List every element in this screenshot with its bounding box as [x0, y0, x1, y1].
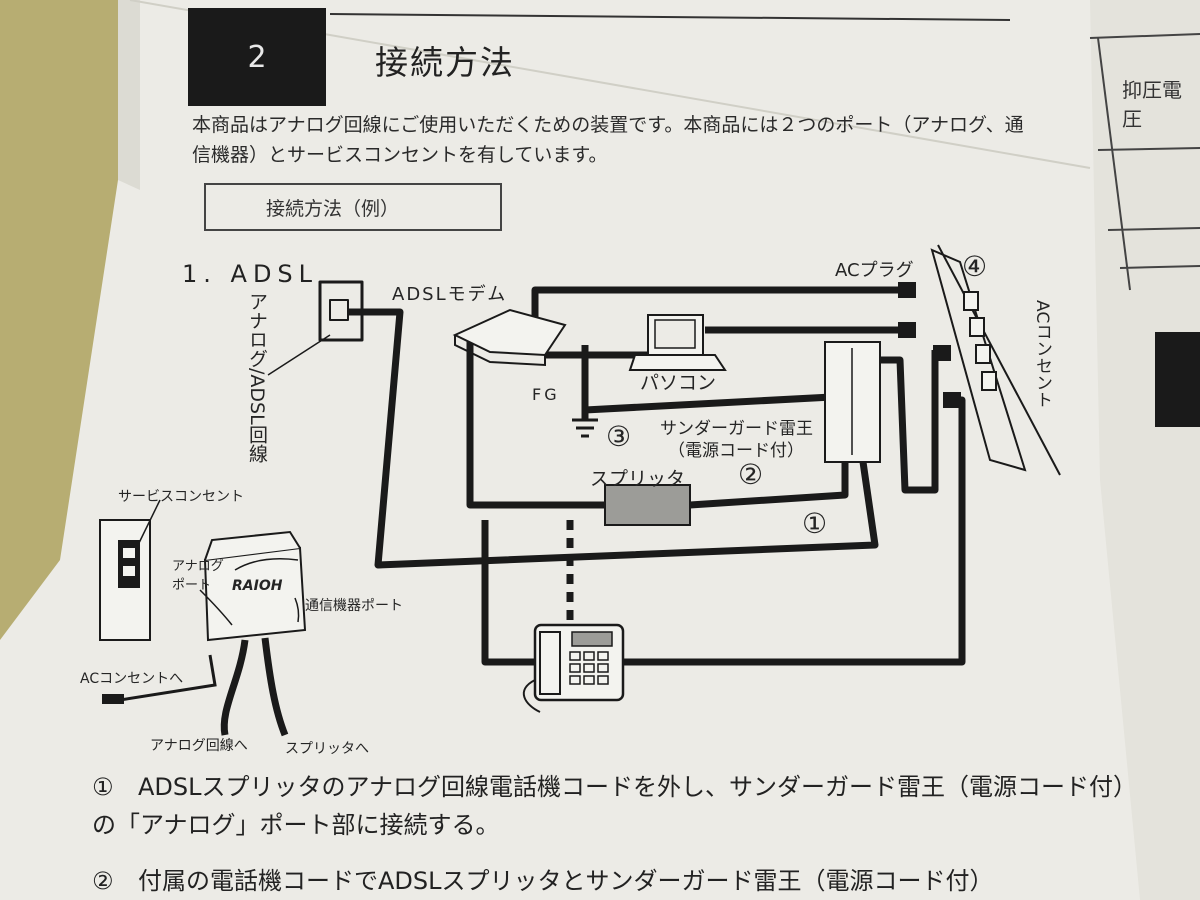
- to-splitter-label: スプリッタへ: [285, 738, 369, 758]
- modem-label: ADSLモデム: [392, 280, 507, 306]
- marker-1: ①: [802, 507, 827, 540]
- to-analog-line-label: アナログ回線へ: [150, 735, 248, 755]
- guard-label-2: （電源コード付）: [668, 436, 804, 461]
- ac-plug-label: ACプラグ: [835, 256, 914, 282]
- device-brand-label: RAIOH: [232, 578, 282, 594]
- to-ac-outlet-label: ACコンセントへ: [80, 668, 183, 688]
- diagram-item-title: 1. ADSL: [182, 260, 318, 288]
- pc-label: パソコン: [640, 368, 716, 395]
- splitter-label: スプリッタ: [590, 464, 685, 491]
- step-2-number: ②: [92, 862, 138, 900]
- step-1-text: ADSLスプリッタのアナログ回線電話機コードを外し、サンダーガード雷王（電源コー…: [92, 773, 1125, 839]
- comm-port-label: 通信機器ポート: [305, 595, 403, 615]
- line-label: アナログ/ADSL回線: [246, 292, 268, 463]
- marker-4: ④: [962, 250, 987, 283]
- step-2-text: 付属の電話機コードでADSLスプリッタとサンダーガード雷王（電源コード付）: [138, 867, 994, 895]
- marker-3: ③: [606, 420, 631, 453]
- step-1-number: ①: [92, 768, 138, 806]
- service-outlet-label: サービスコンセント: [118, 486, 244, 506]
- fg-label: FG: [532, 385, 560, 404]
- ac-outlet-label: ACコンセント: [1030, 300, 1055, 408]
- marker-2: ②: [738, 458, 763, 491]
- analog-port-label: アナログポート: [172, 555, 232, 593]
